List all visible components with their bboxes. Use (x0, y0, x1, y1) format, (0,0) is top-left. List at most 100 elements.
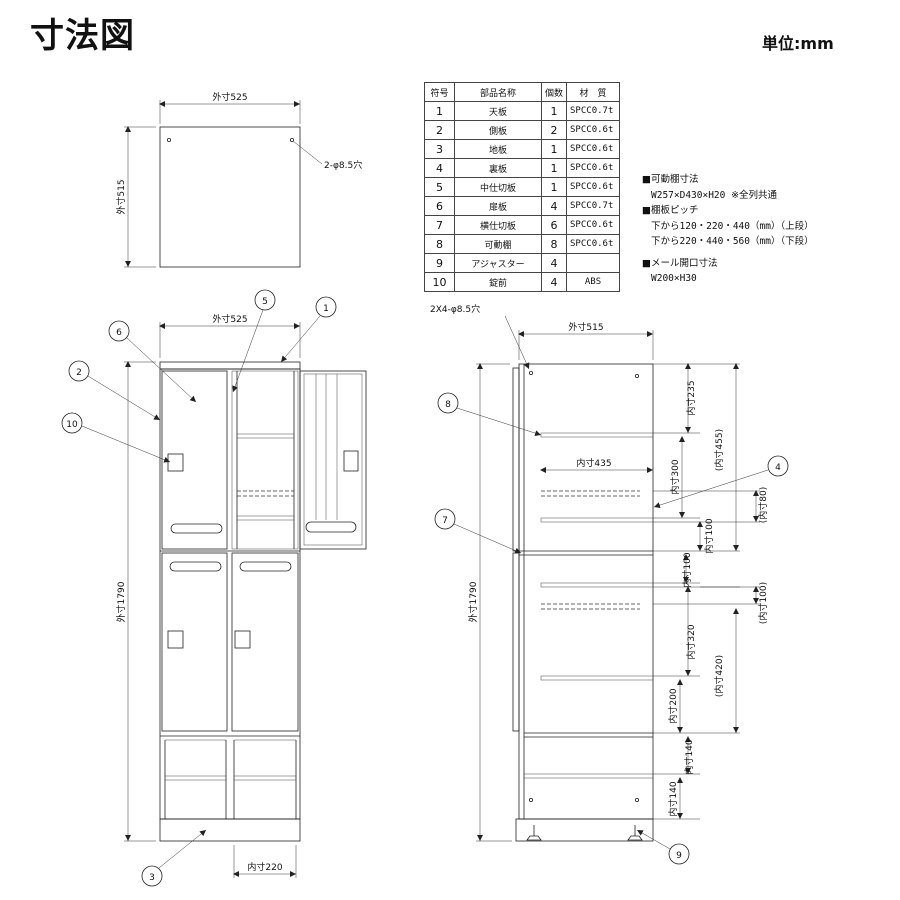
header-name: 部品名称 (454, 82, 542, 102)
dim-100c: (内寸100) (757, 582, 769, 624)
svg-text:9: 9 (676, 851, 682, 861)
cell-no: 10 (424, 272, 455, 292)
svg-text:4: 4 (775, 463, 781, 473)
page-title: 寸法図 (30, 16, 135, 56)
dim-235: 内寸235 (685, 380, 697, 415)
dim-455: (内寸455) (713, 429, 725, 471)
cell-name: 可動棚 (454, 234, 542, 254)
dim-420: (内寸420) (713, 655, 725, 697)
cell-qty: 6 (540, 215, 568, 235)
cell-qty: 2 (540, 120, 568, 140)
side-hole-label: 2X4-φ8.5穴 (430, 303, 480, 315)
callout-3 (141, 865, 163, 887)
cell-no: 5 (424, 177, 455, 197)
note-mail-opening-head: ■メール開口寸法 (642, 257, 718, 269)
callout-7 (434, 508, 456, 530)
dim-100b: 内寸100 (681, 552, 693, 587)
front-width-label: 外寸525 (212, 313, 247, 325)
cell-name: 裏板 (454, 158, 542, 178)
cell-name: 中仕切板 (454, 177, 542, 197)
callout-10 (61, 412, 83, 434)
cell-qty: 4 (540, 272, 568, 292)
svg-text:6: 6 (116, 328, 122, 338)
svg-text:10: 10 (66, 420, 78, 430)
dim-320: 内寸320 (685, 624, 697, 659)
svg-text:2: 2 (76, 368, 82, 378)
callouts: 1 2 3 4 5 6 7 8 9 10 (61, 289, 789, 887)
svg-text:1: 1 (323, 304, 329, 314)
cell-no: 7 (424, 215, 455, 235)
svg-text:7: 7 (442, 516, 448, 526)
cell-no: 2 (424, 120, 455, 140)
dim-140a: 内寸140 (683, 739, 695, 774)
dim-300: 内寸300 (669, 459, 681, 494)
side-inner-depth-label: 内寸435 (576, 457, 611, 469)
callout-5 (254, 289, 276, 311)
cell-material: SPCC0.7t (566, 101, 621, 121)
cell-material (566, 253, 621, 273)
cell-no: 8 (424, 234, 455, 254)
dim-140b: 内寸140 (667, 781, 679, 816)
cell-material: SPCC0.6t (566, 215, 621, 235)
header-qty: 個数 (540, 82, 568, 102)
cell-name: 天板 (454, 101, 542, 121)
cell-qty: 1 (540, 158, 568, 178)
top-hole-label: 2-φ8.5穴 (324, 159, 362, 171)
callout-9 (668, 843, 690, 865)
dim-200: 内寸200 (667, 688, 679, 723)
cell-no: 3 (424, 139, 455, 159)
svg-text:8: 8 (445, 400, 451, 410)
cell-material: SPCC0.6t (566, 158, 621, 178)
svg-text:5: 5 (262, 297, 268, 307)
cell-material: SPCC0.6t (566, 139, 621, 159)
unit-label: 単位:mm (762, 34, 834, 53)
note-shelf-pitch-upper: 下から120・220・440（mm）（上段） (651, 220, 814, 232)
cell-qty: 8 (540, 234, 568, 254)
cell-no: 1 (424, 101, 455, 121)
callout-1 (315, 296, 337, 318)
front-view: 外寸525 外寸1790 内寸220 (115, 313, 367, 878)
top-width-label: 外寸525 (212, 91, 247, 103)
cell-no: 4 (424, 158, 455, 178)
note-movable-shelf-head: ■可動棚寸法 (642, 174, 699, 185)
cell-qty: 4 (540, 253, 568, 273)
cell-material: SPCC0.6t (566, 177, 621, 197)
side-view: 2X4-φ8.5穴 外寸515 外寸1790 内寸435 内寸235 内寸300… (430, 303, 769, 842)
cell-material: SPCC0.6t (566, 120, 621, 140)
front-inner-width-label: 内寸220 (247, 861, 282, 873)
callout-6 (108, 320, 130, 342)
svg-text:3: 3 (149, 873, 155, 883)
cell-qty: 1 (540, 177, 568, 197)
header-no: 符号 (424, 82, 455, 102)
cell-name: 横仕切板 (454, 215, 542, 235)
side-depth-label: 外寸515 (568, 321, 603, 333)
note-mail-opening-value: W200×H30 (651, 273, 697, 284)
cell-no: 6 (424, 196, 455, 216)
note-movable-shelf-value: W257×D430×H20 ※全列共通 (651, 189, 778, 201)
cell-name: 側板 (454, 120, 542, 140)
cell-name: 地板 (454, 139, 542, 159)
callout-2 (68, 360, 90, 382)
cell-material: SPCC0.7t (566, 196, 621, 216)
callout-4 (767, 455, 789, 477)
front-height-label: 外寸1790 (115, 581, 127, 622)
side-height-label: 外寸1790 (467, 581, 479, 622)
cell-material: SPCC0.6t (566, 234, 621, 254)
cell-qty: 1 (540, 139, 568, 159)
dim-100a: 内寸100 (703, 518, 715, 553)
note-shelf-pitch-head: ■棚板ピッチ (642, 205, 699, 216)
cell-material: ABS (566, 272, 621, 292)
note-shelf-pitch-lower: 下から220・440・560（mm）（下段） (651, 236, 814, 247)
parts-table-header: 符号 部品名称 個数 材 質 (424, 82, 621, 102)
